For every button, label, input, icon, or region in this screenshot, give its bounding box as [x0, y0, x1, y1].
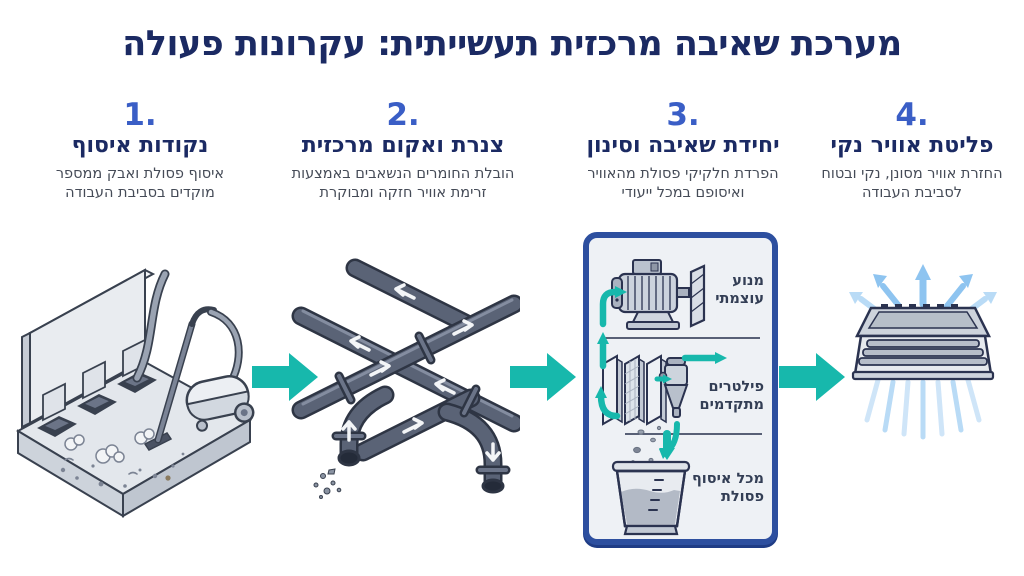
pipes-icon — [291, 258, 520, 492]
dust-debris-icon — [60, 428, 185, 488]
motor-label: מנוע עוצמתי — [715, 273, 764, 308]
cyclone-separator-icon — [658, 357, 689, 418]
step-3-description: הפרדת חלקיקי פסולת מהאוויר ואיסופם במכל … — [587, 165, 779, 202]
air-streams-icon — [864, 377, 982, 440]
pipe-flow-arrows-icon — [341, 283, 501, 462]
pipe-open-end-icon — [337, 449, 361, 467]
step-4-number: 4. — [895, 97, 929, 133]
step-3-heading: יחידת שאיבה וסינון — [586, 132, 780, 158]
step-1-number: 1. — [123, 97, 157, 133]
pipe-end-icon — [481, 478, 505, 494]
filter-panels-icon — [602, 354, 689, 426]
waste-container-icon — [611, 460, 691, 536]
flow-arrow-3-icon — [779, 353, 845, 401]
airflow-arrows-icon — [595, 286, 727, 460]
collection-points-illustration — [15, 268, 255, 518]
step-2-number: 2. — [386, 97, 420, 133]
flow-arrow-1-icon — [252, 353, 318, 401]
step-1-heading: נקודות איסוף — [71, 132, 209, 158]
vent-unit-icon — [851, 304, 995, 381]
step-2-description: הובלת החומרים הנשאבים באמצעות זרימת אווי… — [291, 165, 515, 202]
step-1-description: איסוף פסולת ואבק ממספר מוקדים בסביבת העב… — [55, 165, 225, 202]
vacuum-cleaner-icon — [143, 306, 255, 451]
filtration-unit-box: מנוע עוצמתי פילטרים מתקדמים מכל איסוף פס… — [583, 232, 778, 545]
filters-label: פילטרים מתקדמים — [699, 379, 764, 414]
page-title: מערכת שאיבה מרכזית תעשייתית: עקרונות פעו… — [122, 24, 902, 64]
step-4-header: 4. פליטת אוויר נקי החזרת אוויר מסונן, נק… — [800, 99, 1024, 204]
pipe-couplings-icon — [331, 331, 511, 475]
step-3-number: 3. — [666, 97, 700, 133]
step-3-header: 3. יחידת שאיבה וסינון הפרדת חלקיקי פסולת… — [568, 99, 798, 204]
step-2-header: 2. צנרת ואקום מרכזית הובלת החומרים הנשאב… — [291, 99, 515, 204]
step-2-heading: צנרת ואקום מרכזית — [301, 132, 505, 158]
clean-air-outlet-illustration — [849, 264, 997, 440]
step-1-header: 1. נקודות איסוף איסוף פסולת ואבק ממספר מ… — [28, 99, 252, 204]
container-label: מכל איסוף פסולת — [692, 471, 764, 506]
step-4-description: החזרת אוויר מסונן, נקי ובטוח לסביבת העבו… — [821, 165, 1003, 202]
filtration-unit-graphics — [595, 259, 762, 536]
vacuum-piping-illustration — [291, 258, 520, 499]
step-4-heading: פליטת אוויר נקי — [830, 132, 994, 158]
suction-particles-icon — [313, 468, 342, 499]
flow-arrow-2-icon — [510, 353, 576, 401]
hose-icon — [132, 269, 170, 383]
